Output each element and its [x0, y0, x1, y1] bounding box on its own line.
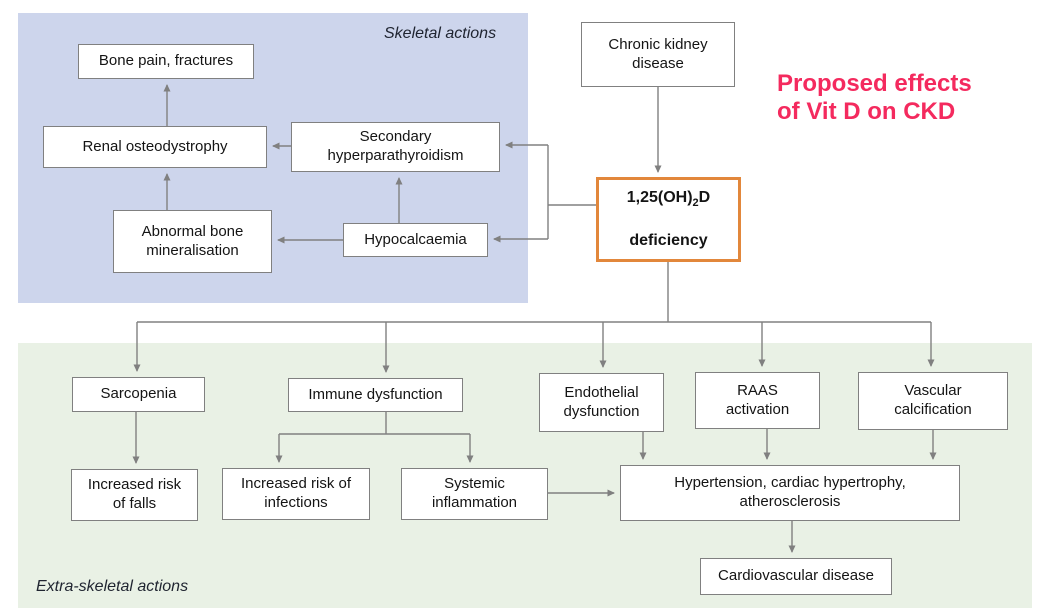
node-vascular-calcification: Vascular calcification [858, 372, 1008, 430]
node-chronic-kidney-disease: Chronic kidney disease [581, 22, 735, 87]
node-cardiovascular-disease: Cardiovascular disease [700, 558, 892, 595]
node-hypocalcaemia: Hypocalcaemia [343, 223, 488, 257]
node-increased-risk-of-falls: Increased risk of falls [71, 469, 198, 521]
node-immune-dysfunction: Immune dysfunction [288, 378, 463, 412]
vitd-deficiency-text: 1,25(OH)2D deficiency [627, 168, 710, 271]
vitd-deficiency-line2: deficiency [629, 231, 708, 249]
page-title: Proposed effects of Vit D on CKD [777, 70, 972, 126]
node-raas-activation: RAAS activation [695, 372, 820, 429]
skeletal-actions-label: Skeletal actions [384, 25, 497, 42]
node-abnormal-bone-mineralisation: Abnormal bone mineralisation [113, 210, 272, 273]
node-systemic-inflammation: Systemic inflammation [401, 468, 548, 520]
node-sarcopenia: Sarcopenia [72, 377, 205, 412]
node-bone-pain-fractures: Bone pain, fractures [78, 44, 254, 79]
node-vitd-deficiency: 1,25(OH)2D deficiency [596, 177, 741, 262]
extra-skeletal-actions-label: Extra-skeletal actions [36, 578, 189, 595]
node-increased-risk-of-infections: Increased risk of infections [222, 468, 370, 520]
node-secondary-hyperparathyroidism: Secondary hyperparathyroidism [291, 122, 500, 172]
node-renal-osteodystrophy: Renal osteodystrophy [43, 126, 267, 168]
node-endothelial-dysfunction: Endothelial dysfunction [539, 373, 664, 432]
vitd-deficiency-line1: 1,25(OH)2D [626, 189, 711, 210]
node-hypertension-cardiac-hypertrophy-atherosclerosis: Hypertension, cardiac hypertrophy, ather… [620, 465, 960, 521]
